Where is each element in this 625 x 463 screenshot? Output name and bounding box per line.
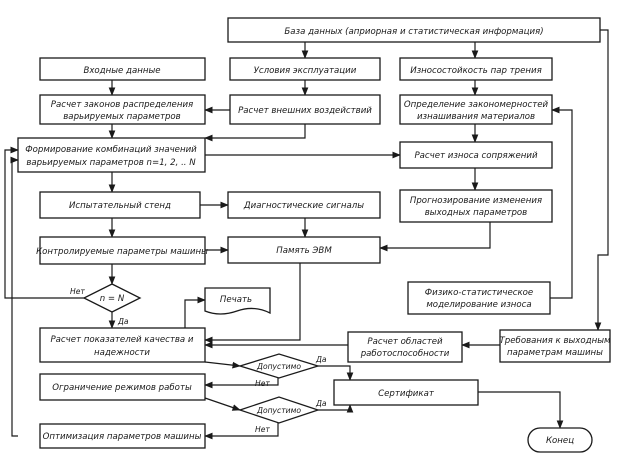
node-diagnostic-signals: Диагностические сигналы [227, 191, 381, 219]
node-joint-wear: Расчет износа сопряжений [399, 141, 553, 169]
node-optimization: Оптимизация параметров машины [39, 423, 206, 449]
operability-regions-line2: работоспособности [360, 349, 450, 359]
physical-modeling-line1: Физико-статистическое [425, 288, 533, 298]
node-certificate: Сертификат [333, 379, 479, 406]
combinations-line1: Формирование комбинаций значений [25, 145, 197, 155]
acceptable-1-label: Допустимо [256, 362, 301, 371]
node-quality-indicators: Расчет показателей качества и надежности [39, 327, 206, 363]
node-external-impacts: Расчет внешних воздействий [229, 94, 381, 125]
test-bench-label: Испытательный стенд [69, 201, 171, 211]
arrow-quality-to-decision1 [204, 361, 241, 369]
edge-label-ncheck-no: Нет [70, 287, 85, 296]
n-check-label: n = N [100, 294, 125, 304]
arrow-decision2-no [204, 423, 279, 440]
arrow-decision1-yes [318, 365, 354, 381]
computer-memory-label: Память ЭВМ [276, 246, 332, 256]
node-mode-limits: Ограничение режимов работы [39, 373, 206, 401]
distribution-laws-line2: варьируемых параметров [63, 112, 181, 122]
edge-label-decision2-no: Нет [255, 425, 270, 434]
optimization-label: Оптимизация параметров машины [43, 432, 202, 442]
node-acceptable-2: Допустимо [237, 396, 321, 424]
output-forecast-line2: выходных параметров [425, 208, 528, 218]
wear-resistance-label: Износостойкость пар трения [410, 66, 542, 76]
joint-wear-label: Расчет износа сопряжений [414, 151, 537, 161]
print-label: Печать [220, 295, 252, 305]
node-combinations: Формирование комбинаций значений варьиру… [17, 137, 206, 173]
end-label: Конец [546, 436, 574, 446]
node-print: Печать [204, 287, 271, 315]
operating-conditions-label: Условия эксплуатации [254, 66, 357, 76]
wear-patterns-line2: изнашивания материалов [417, 112, 535, 122]
arrow-db-to-requirements [594, 29, 609, 331]
output-requirements-line2: параметрам машины [507, 348, 603, 358]
node-computer-memory: Память ЭВМ [227, 236, 381, 264]
arrow-quality-to-print [184, 296, 206, 328]
diagnostic-signals-label: Диагностические сигналы [243, 201, 364, 211]
node-end: Конец [527, 427, 593, 453]
quality-indicators-line1: Расчет показателей качества и [50, 335, 193, 345]
distribution-laws-line1: Расчет законов распределения [51, 100, 193, 110]
arrow-ncheck-no-loop [4, 146, 93, 299]
acceptable-2-label: Допустимо [256, 406, 301, 415]
mode-limits-label: Ограничение режимов работы [52, 383, 192, 393]
node-wear-resistance: Износостойкость пар трения [399, 57, 553, 81]
node-input-data: Входные данные [39, 57, 206, 81]
arrow-impacts-to-combinations [204, 124, 306, 142]
arrow-certificate-to-end [478, 391, 564, 429]
node-acceptable-1: Допустимо [237, 353, 321, 379]
combinations-line2: варьируемых параметров n=1, 2, .. N [26, 158, 196, 168]
node-test-bench: Испытательный стенд [39, 191, 201, 219]
edge-label-decision1-yes: Да [315, 355, 327, 364]
arrow-modeling-to-patterns [550, 106, 573, 299]
node-output-requirements: Требования к выходным параметрам машины [499, 329, 611, 363]
arrow-decision1-no [204, 378, 279, 389]
node-physical-modeling: Физико-статистическое моделирование изно… [407, 281, 551, 315]
edge-labels: Нет Да Да Нет Да Нет [70, 287, 327, 434]
output-forecast-line1: Прогнозирование изменения [410, 196, 542, 206]
connectors [4, 29, 609, 440]
edge-label-ncheck-yes: Да [117, 317, 129, 326]
node-output-forecast: Прогнозирование изменения выходных парам… [399, 189, 553, 223]
quality-indicators-line2: надежности [94, 348, 150, 358]
node-operating-conditions: Условия эксплуатации [229, 57, 381, 81]
arrow-decision2-yes [318, 404, 354, 413]
edge-label-decision1-no: Нет [255, 379, 270, 388]
input-data-label: Входные данные [83, 66, 160, 76]
edge-label-decision2-yes: Да [315, 399, 327, 408]
arrow-forecast-to-memory [379, 222, 491, 252]
operability-regions-line1: Расчет областей [367, 337, 443, 347]
wear-patterns-line1: Определение закономерностей [404, 100, 549, 110]
arrow-memory-to-quality [204, 263, 301, 344]
arrow-optimization-loop [10, 156, 19, 437]
node-operability-regions: Расчет областей работоспособности [347, 331, 463, 363]
physical-modeling-line2: моделирование износа [426, 300, 531, 310]
arrow-modes-to-decision2 [204, 397, 241, 411]
node-database: База данных (априорная и статистическая … [227, 17, 601, 43]
controlled-params-label: Контролируемые параметры машины [36, 247, 208, 257]
database-label: База данных (априорная и статистическая … [284, 27, 543, 37]
certificate-label: Сертификат [378, 389, 435, 399]
node-wear-patterns: Определение закономерностей изнашивания … [399, 94, 553, 125]
node-distribution-laws: Расчет законов распределения варьируемых… [39, 94, 206, 125]
output-requirements-line1: Требования к выходным [500, 336, 611, 346]
node-controlled-params: Контролируемые параметры машины [36, 236, 208, 265]
external-impacts-label: Расчет внешних воздействий [238, 106, 372, 116]
node-n-check: n = N [82, 283, 142, 313]
